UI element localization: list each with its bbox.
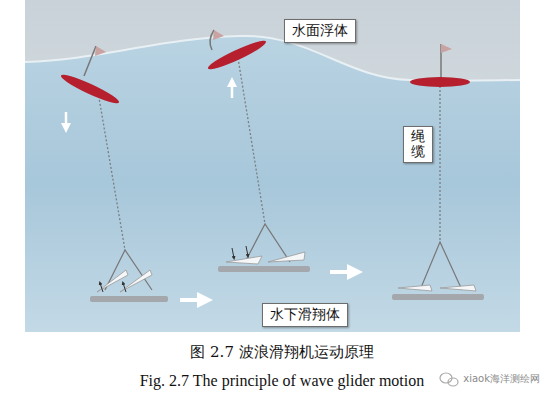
label-text: 水面浮体 — [292, 22, 348, 40]
watermark-logo — [440, 373, 458, 386]
glider-middle — [218, 224, 355, 272]
float-middle — [206, 30, 268, 98]
glider-right — [392, 242, 484, 300]
sky — [25, 0, 520, 332]
float-left — [59, 46, 121, 128]
label-text: 水下滑翔体 — [270, 306, 340, 324]
surface-float-label: 水面浮体 — [284, 19, 356, 43]
tether-label: 绳缆 — [403, 126, 433, 163]
underwater-glider-label: 水下滑翔体 — [262, 303, 348, 327]
sea — [25, 36, 520, 332]
float-right — [410, 44, 470, 87]
wave-surface — [25, 36, 520, 81]
figure-caption: 图 2.7 波浪滑翔机运动原理 — [190, 343, 373, 362]
label-text: 绳缆 — [411, 129, 425, 160]
tether-lines — [98, 58, 440, 250]
glider-left — [90, 250, 205, 302]
figure-caption-english: Fig. 2.7 The principle of wave glider mo… — [140, 372, 425, 390]
watermark: xiaok海洋测绘网 — [463, 372, 540, 386]
